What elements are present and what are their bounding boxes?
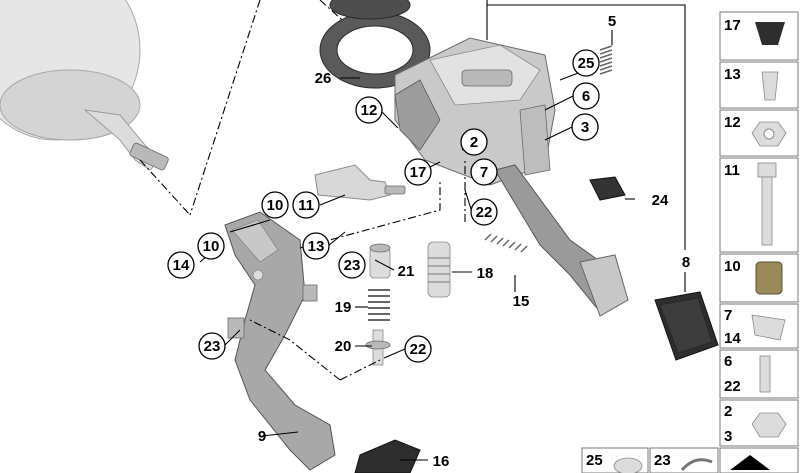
coil-spring [368, 289, 390, 321]
return-spring [599, 45, 613, 75]
plain-callouts: 5 26 24 21 18 15 8 19 20 9 16 [258, 13, 690, 470]
callout-15: 15 [513, 293, 530, 310]
pin-icon [759, 355, 771, 393]
pedal-switch [589, 176, 626, 201]
svg-text:23: 23 [654, 452, 671, 469]
legend-cell-11: 11 [719, 157, 799, 253]
legend-cell-12: 12 [719, 109, 799, 157]
svg-text:22: 22 [476, 204, 493, 221]
svg-text:2: 2 [470, 134, 478, 151]
callout-16: 16 [433, 453, 450, 470]
svg-text:12: 12 [361, 102, 378, 119]
callout-17: 17 [404, 158, 432, 186]
svg-text:10: 10 [267, 197, 284, 214]
callout-10-upper: 10 [261, 191, 289, 219]
callout-14: 14 [167, 251, 195, 279]
legend-cell-7-14: 7 14 [719, 303, 799, 349]
callout-7: 7 [470, 158, 498, 186]
legend-cell-10: 10 [719, 253, 799, 303]
clip-nut-icon [755, 22, 785, 45]
svg-text:22: 22 [410, 341, 427, 358]
callout-18: 18 [477, 265, 494, 282]
svg-text:10: 10 [724, 258, 741, 275]
clutch-pedal-pad [354, 439, 421, 473]
svg-text:17: 17 [724, 17, 741, 34]
svg-text:17: 17 [410, 164, 427, 181]
tension-spring [484, 233, 528, 253]
tile-symbol [719, 447, 799, 473]
circled-callouts: 25 6 3 12 2 7 17 22 10 11 10 14 13 23 23… [167, 49, 600, 363]
svg-text:12: 12 [724, 114, 741, 131]
pedal-bracket [394, 37, 556, 186]
callout-22-lower: 22 [404, 335, 432, 363]
svg-text:23: 23 [204, 338, 221, 355]
callout-25: 25 [572, 49, 600, 77]
svg-text:2: 2 [724, 403, 732, 420]
scissors-symbol-icon [730, 455, 770, 470]
retainer-icon [680, 458, 713, 472]
callout-9: 9 [258, 428, 266, 445]
callout-23-lower: 23 [198, 332, 226, 360]
legend-cell-6-22: 6 22 [719, 349, 799, 399]
pedal-sensor [314, 164, 391, 201]
svg-text:7: 7 [724, 307, 732, 324]
svg-text:11: 11 [724, 162, 740, 179]
tile-25: 25 [581, 447, 649, 473]
callout-2: 2 [460, 128, 488, 156]
parts-legend-column: 17 13 12 11 10 7 14 [719, 11, 799, 447]
svg-text:11: 11 [298, 197, 314, 214]
plug-icon [613, 457, 643, 473]
callout-10-lower: 10 [197, 232, 225, 260]
clip-icon [751, 314, 786, 341]
bushing-icon [755, 261, 783, 295]
callout-23-mid: 23 [338, 251, 366, 279]
svg-text:25: 25 [578, 55, 595, 72]
callout-3: 3 [571, 113, 599, 141]
svg-text:23: 23 [344, 257, 361, 274]
callout-12: 12 [355, 96, 383, 124]
callout-6: 6 [572, 82, 600, 110]
leader-lines [199, 0, 686, 461]
svg-text:6: 6 [582, 88, 590, 105]
callout-26: 26 [315, 70, 332, 87]
tile-23: 23 [649, 447, 719, 473]
callout-5: 5 [608, 13, 616, 30]
callout-24: 24 [652, 192, 669, 209]
callout-19: 19 [335, 299, 352, 316]
callout-11: 11 [292, 191, 320, 219]
expanding-rivet-icon [761, 71, 779, 101]
legend-cell-17: 17 [719, 11, 799, 61]
callout-21: 21 [398, 263, 415, 280]
callout-8: 8 [682, 254, 690, 271]
brake-booster [0, 0, 169, 171]
svg-text:25: 25 [586, 452, 603, 469]
clutch-pedal-arm [224, 211, 336, 471]
svg-text:3: 3 [724, 428, 732, 445]
svg-text:14: 14 [173, 257, 190, 274]
callout-13: 13 [302, 232, 330, 260]
small-parts [314, 45, 626, 366]
callout-20: 20 [335, 338, 352, 355]
svg-text:7: 7 [480, 164, 488, 181]
svg-text:14: 14 [724, 330, 741, 347]
svg-text:6: 6 [724, 353, 732, 370]
bottom-tiles: 25 23 [581, 447, 799, 473]
svg-text:13: 13 [724, 66, 741, 83]
brake-pedal-pad [654, 291, 719, 361]
gasket [319, 0, 431, 89]
spring-assembly [427, 241, 451, 298]
brake-pedal-arm [494, 164, 629, 317]
svg-text:10: 10 [203, 238, 220, 255]
callout-22-upper: 22 [470, 198, 498, 226]
nut-icon [751, 412, 787, 438]
svg-text:22: 22 [724, 378, 741, 395]
bolt-icon [757, 162, 777, 178]
svg-text:13: 13 [308, 238, 325, 255]
legend-cell-13: 13 [719, 61, 799, 109]
legend-cell-2-3: 2 3 [719, 399, 799, 447]
svg-text:3: 3 [581, 119, 589, 136]
